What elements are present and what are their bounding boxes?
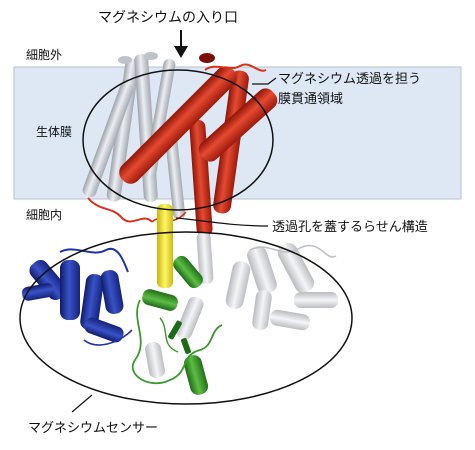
tm-domain-ellipse xyxy=(82,69,274,211)
entrance-arrow xyxy=(174,30,188,58)
plug-helix-label: 透過孔を蓋するらせん構造 xyxy=(272,220,428,235)
tm-domain-label-line2: 膜貫通領域 xyxy=(278,91,343,107)
plug-helix xyxy=(157,204,173,288)
sensor-ellipse xyxy=(19,231,353,405)
membrane-label: 生体膜 xyxy=(36,125,72,139)
sensor-helices-blue xyxy=(21,247,133,346)
sensor-leader xyxy=(71,394,93,413)
sensor-helices-green xyxy=(132,255,223,395)
tm-domain-leader xyxy=(252,77,277,85)
outside-label: 細胞外 xyxy=(26,48,62,62)
sensor-label: マグネシウムセンサー xyxy=(28,421,158,436)
tm-domain-label-line1: マグネシウム透過を担う xyxy=(278,72,421,87)
tm-helices-red xyxy=(87,53,278,236)
sensor-helices-grey xyxy=(145,231,338,379)
plug-helix-leader xyxy=(175,217,269,227)
inside-label: 細胞内 xyxy=(26,208,62,222)
entrance-label: マグネシウムの入り口 xyxy=(98,10,238,26)
